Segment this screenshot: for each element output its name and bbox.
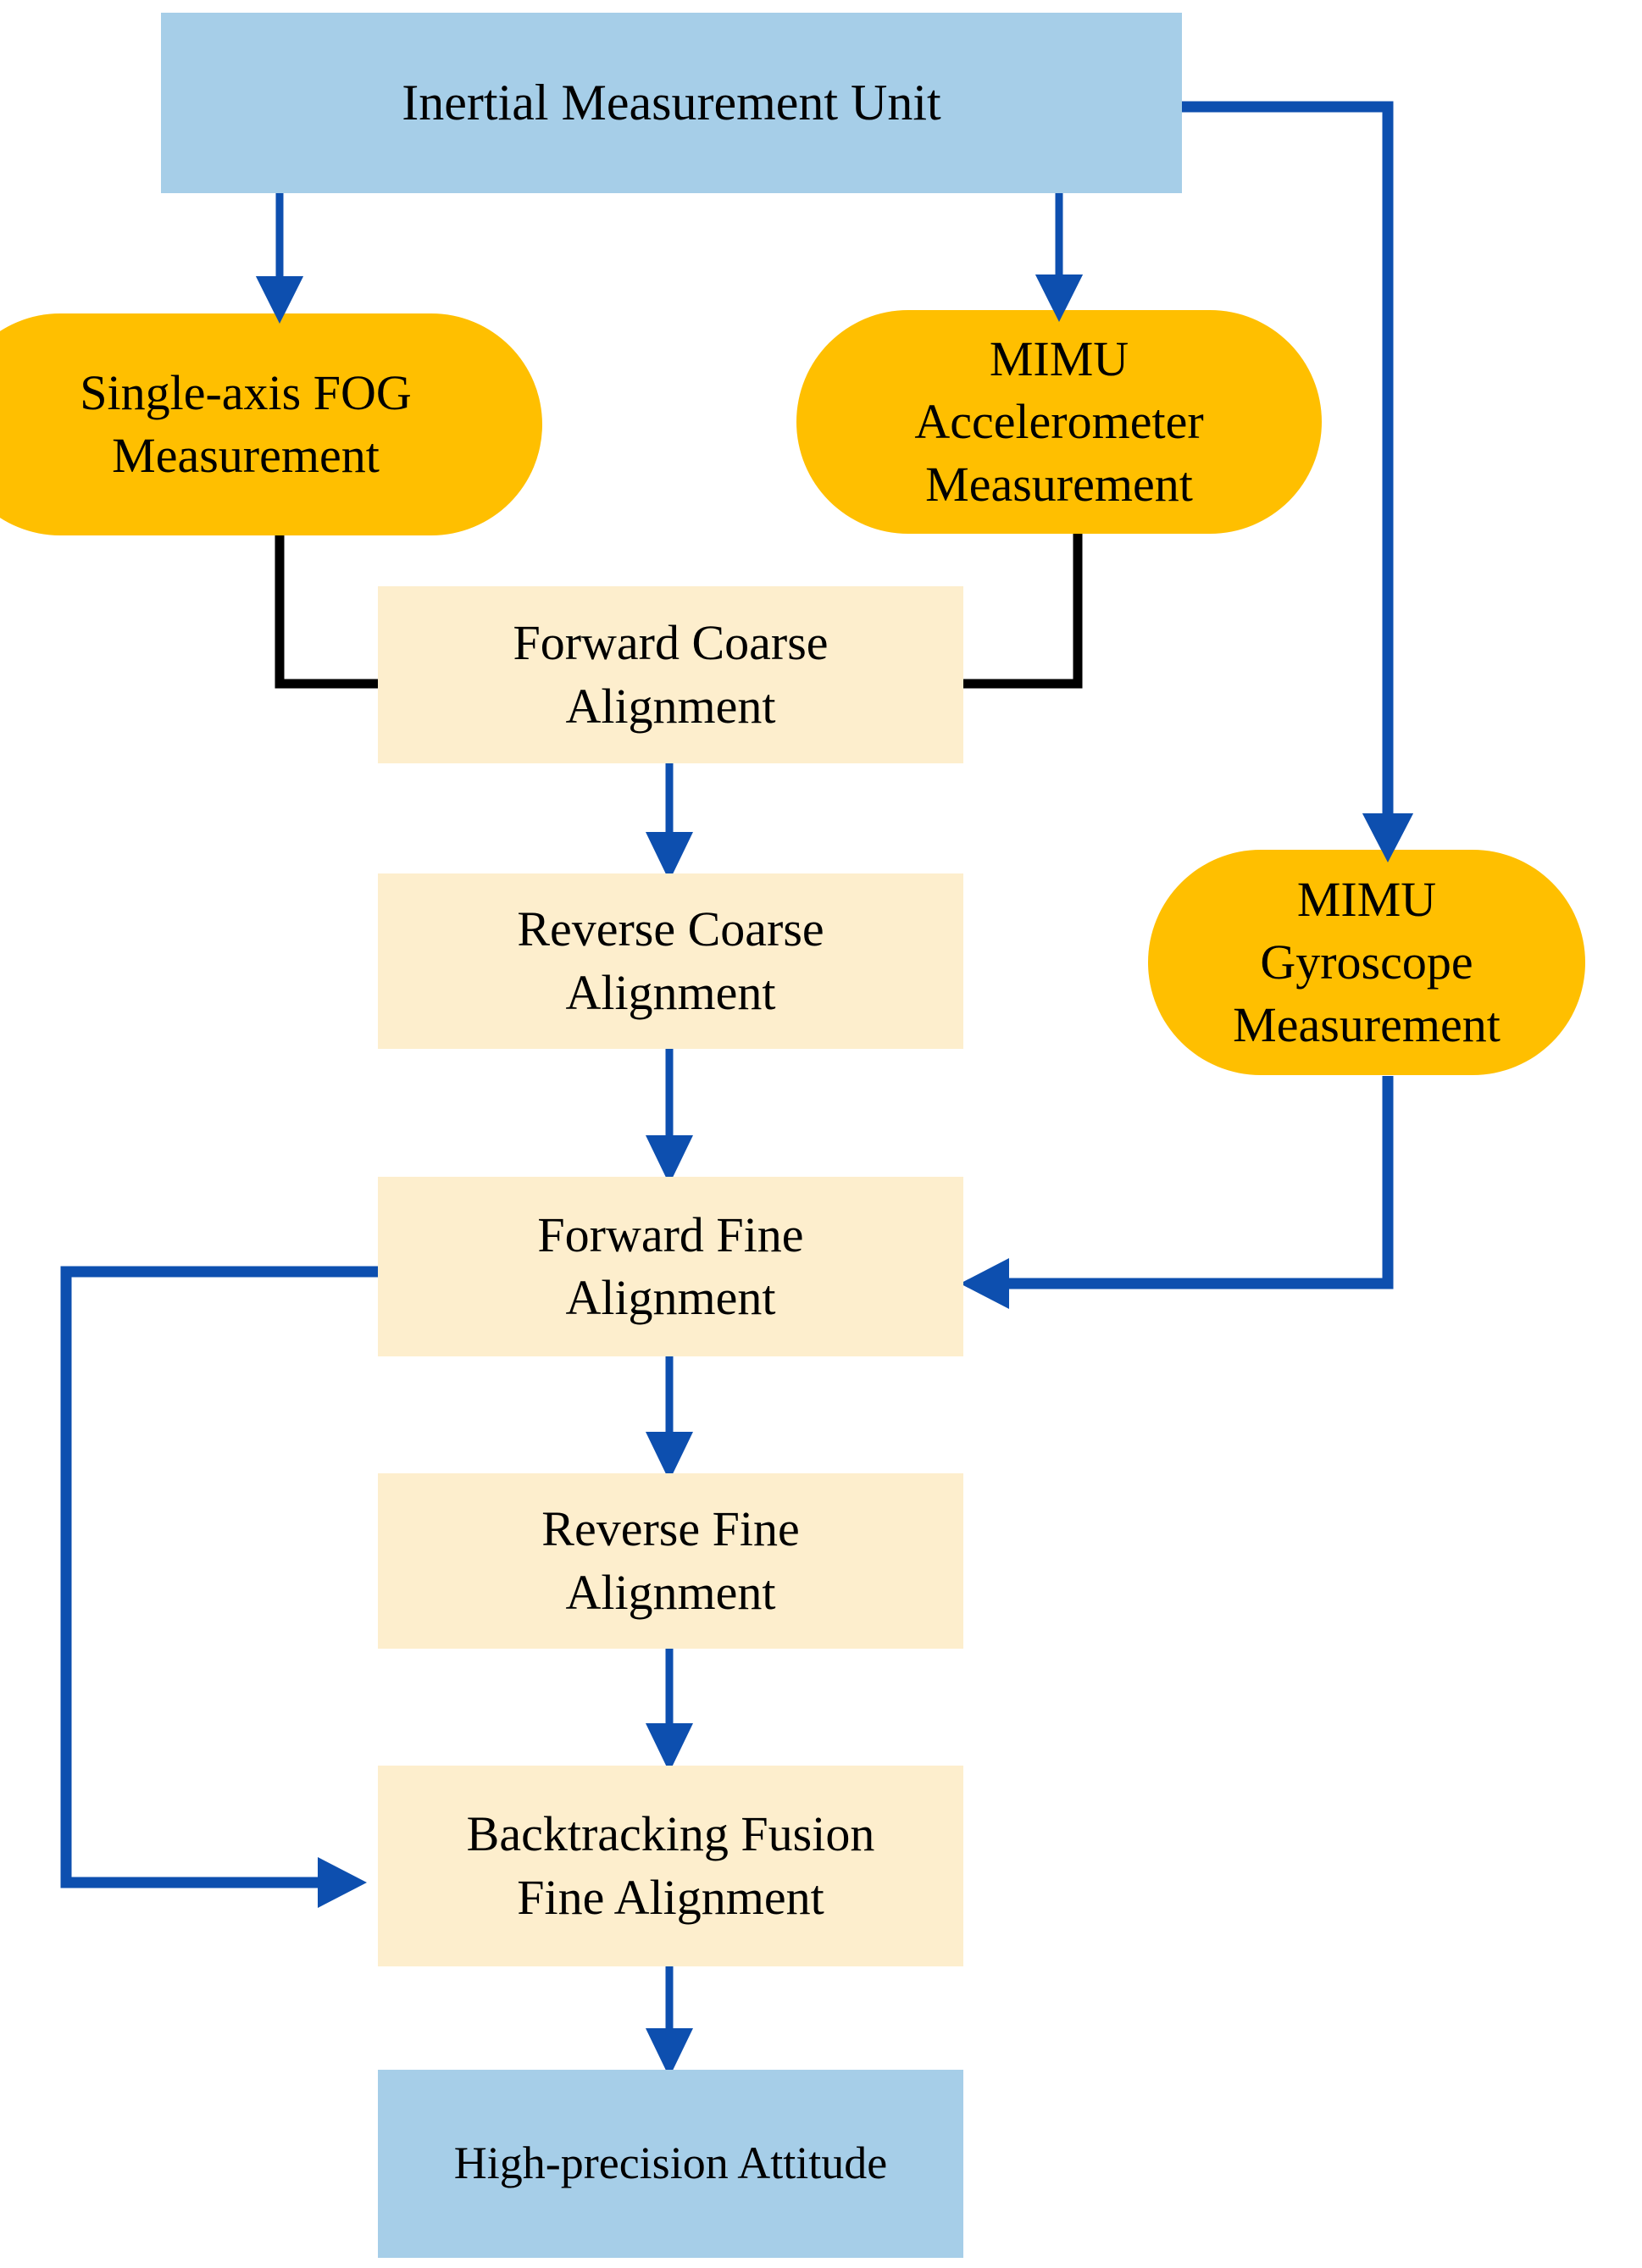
node-backtracking-fusion-fine-alignment[interactable]: Backtracking Fusion Fine Alignment [378, 1766, 963, 1966]
node-high-precision-attitude[interactable]: High-precision Attitude [378, 2070, 963, 2258]
edge-forward-fine-feedback-to-backtracking-fusion [60, 1266, 378, 1908]
node-reverse-fine-alignment[interactable]: Reverse Fine Alignment [378, 1473, 963, 1649]
edge-reverse-fine-to-backtracking-fusion [646, 1649, 693, 1772]
node-forward-fine-alignment[interactable]: Forward Fine Alignment [378, 1177, 963, 1356]
edge-forward-coarse-to-reverse-coarse [646, 762, 693, 881]
edge-imu-to-accelerometer [1035, 193, 1083, 322]
node-forward-coarse-alignment[interactable]: Forward Coarse Alignment [378, 586, 963, 763]
edge-reverse-coarse-to-forward-fine [646, 1049, 693, 1184]
node-inertial-measurement-unit[interactable]: Inertial Measurement Unit [161, 13, 1182, 193]
node-reverse-coarse-alignment[interactable]: Reverse Coarse Alignment [378, 873, 963, 1049]
node-mimu-accelerometer-measurement[interactable]: MIMU Accelerometer Measurement [796, 310, 1322, 534]
edge-forward-fine-to-reverse-fine [646, 1356, 693, 1481]
edge-imu-to-fog [256, 193, 303, 324]
edge-gyroscope-to-forward-fine [960, 1076, 1394, 1309]
node-single-axis-fog-measurement[interactable]: Single-axis FOG Measurement [0, 313, 542, 535]
node-mimu-gyroscope-measurement[interactable]: MIMU Gyroscope Measurement [1148, 850, 1585, 1075]
edge-accelerometer-to-forward-coarse [947, 532, 1083, 689]
edge-backtracking-fusion-to-output [646, 1966, 693, 2077]
